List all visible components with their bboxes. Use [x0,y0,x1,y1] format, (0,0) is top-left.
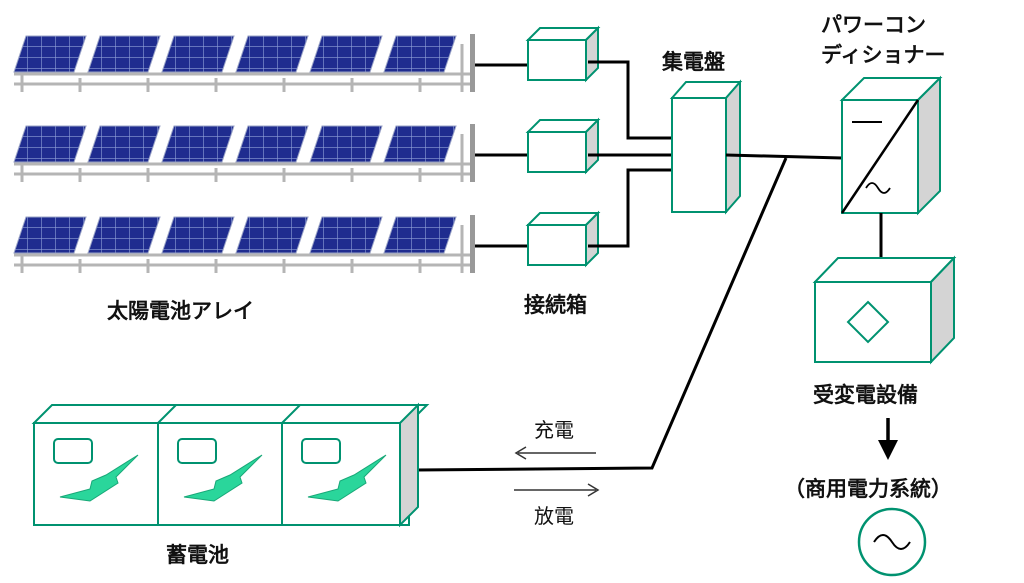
junction-box-1 [527,27,599,81]
array-wires [475,63,528,248]
pcs-label-line2: ディショナー [821,43,946,67]
collector-panel-label: 集電盤 [661,50,726,74]
discharge-arrow [514,483,600,497]
ac-source-icon [857,507,927,577]
junction-box-2 [527,119,599,173]
solar-array-row-1 [14,34,475,92]
grid-label: （商用電力系統） [784,477,952,501]
junction-box-3 [527,212,599,266]
junction-box-label: 接続箱 [524,293,587,317]
discharge-label: 放電 [534,504,574,528]
solar-array-row-3 [14,215,475,273]
solar-array-label: 太陽電池アレイ [107,299,254,323]
charge-label: 充電 [534,418,574,442]
collector-panel [669,79,743,215]
battery-wire [415,157,788,472]
power-conditioner [839,75,943,216]
down-arrow [878,418,898,460]
solar-array-row-2 [14,124,475,182]
battery-label: 蓄電池 [166,543,229,567]
collector-wires [588,60,672,248]
charge-arrow [514,446,596,460]
battery-side [399,402,419,528]
receiving-equipment-label: 受変電設備 [813,383,918,407]
pcs-label-line1: パワーコン [821,13,926,37]
receiving-equipment [812,255,957,365]
pcs-wire [725,153,843,160]
